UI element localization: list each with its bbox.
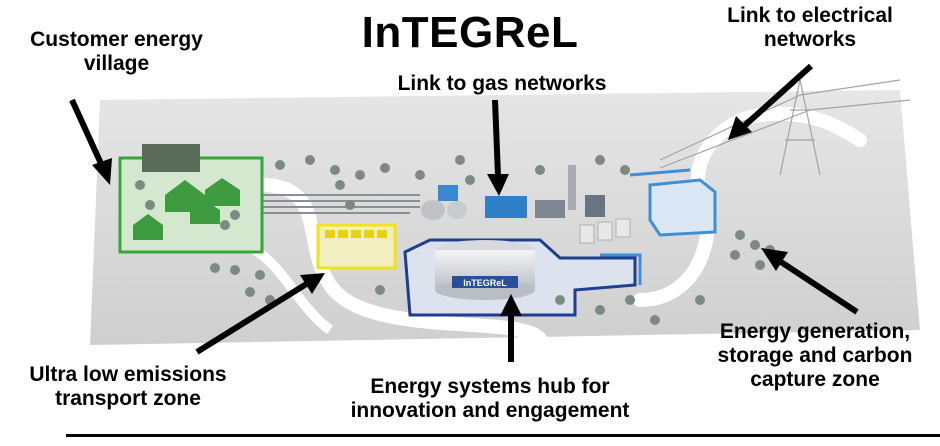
village-block-icon [142, 144, 200, 172]
customer-energy-village-zone [118, 144, 264, 254]
generation-zone [600, 168, 717, 285]
energy-hub-zone: InTEGReL [403, 238, 637, 317]
house-icon [133, 178, 240, 240]
solar-panel-icon [325, 230, 387, 238]
hub-building-sign: InTEGReL [463, 278, 507, 288]
arrow-icon [761, 248, 859, 315]
arrow-icon [487, 99, 509, 196]
arrow-icon [69, 98, 112, 185]
gas-network-facility [421, 185, 527, 220]
pylon-icon [659, 79, 911, 176]
callout-link-to-electrical-networks: Link to electrical networks [727, 4, 893, 52]
callout-energy-generation-zone: Energy generation, storage and carbon ca… [717, 320, 913, 392]
generation-equipment [535, 165, 631, 244]
transport-zone [316, 223, 397, 270]
diagram-title: InTEGReL [361, 8, 579, 57]
callout-energy-systems-hub: Energy systems hub for innovation and en… [350, 375, 630, 423]
tree-icon [135, 155, 775, 325]
gas-building-icon [485, 196, 527, 218]
arrow-icon [195, 273, 325, 355]
gas-tank-icon [421, 200, 445, 220]
access-road [243, 177, 551, 387]
arrow-icon [500, 294, 522, 362]
pipelines [255, 194, 420, 214]
bottom-rule [66, 434, 940, 437]
callout-transport-zone: Ultra low emissions transport zone [29, 363, 227, 411]
callout-customer-energy-village: Customer energy village [30, 28, 203, 76]
callout-link-to-gas-networks: Link to gas networks [397, 72, 607, 95]
gas-tank-icon [447, 201, 467, 219]
arrow-icon [728, 63, 814, 140]
